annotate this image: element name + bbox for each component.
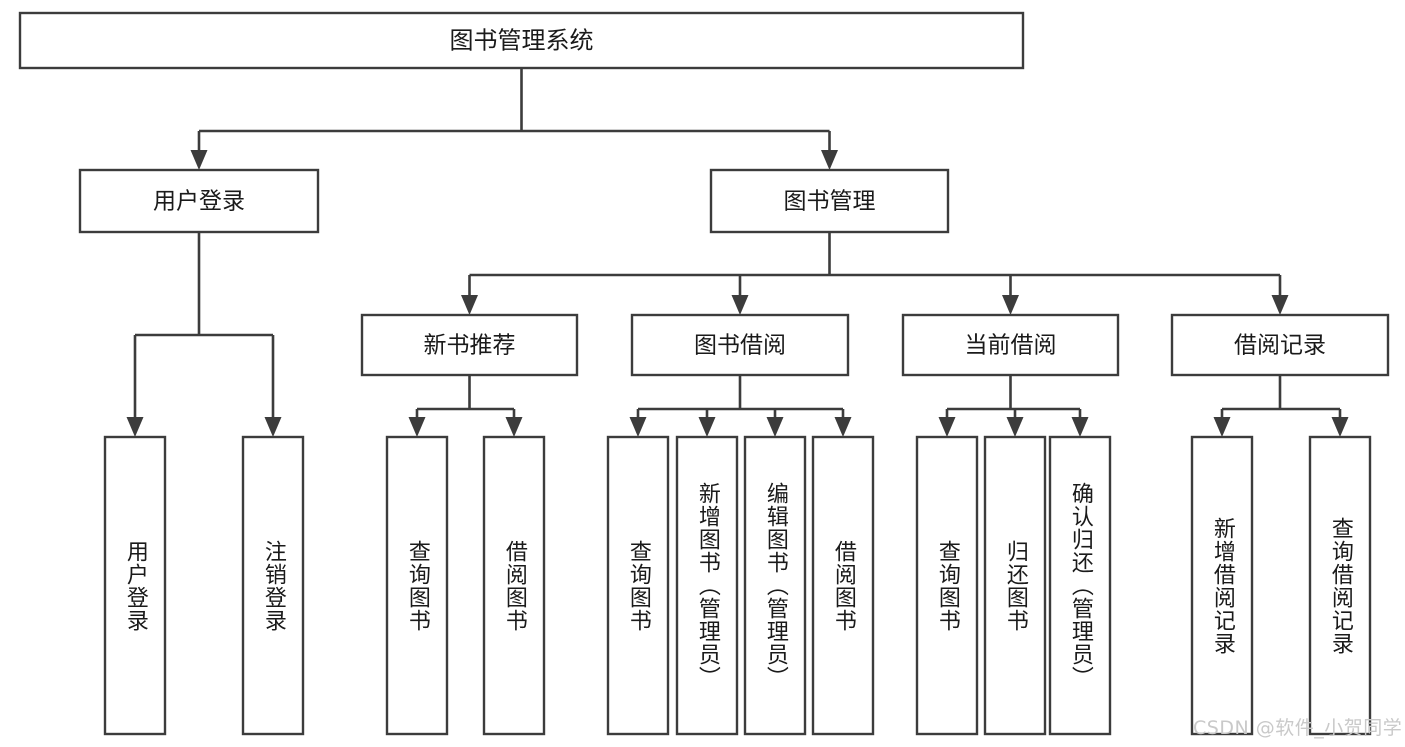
node-level1-label-1: 图书管理 [784,189,876,215]
node-level2-label-1: 图书借阅 [694,333,786,359]
arrow-head-icon [1271,295,1289,315]
leaf-node-8[interactable] [915,435,979,736]
node-root-label: 图书管理系统 [450,27,594,55]
node-level1-label-0: 用户登录 [153,189,245,215]
node-level2-2[interactable] [901,313,1120,377]
arrow-head-icon [126,417,144,437]
node-box-layer [18,11,1390,736]
leaf-node-12[interactable] [1308,435,1372,736]
leaf-node-4[interactable] [606,435,670,736]
leaf-node-2[interactable] [385,435,449,736]
leaf-node-11[interactable] [1190,435,1254,736]
arrow-head-icon [1002,295,1019,315]
leaf-node-10[interactable] [1048,435,1112,736]
node-level2-label-3: 借阅记录 [1234,333,1326,359]
node-level2-label-2: 当前借阅 [965,333,1057,359]
leaf-node-7[interactable] [811,435,875,736]
leaf-node-0[interactable] [103,435,167,736]
watermark: CSDN @软件_小贺同学 [1193,717,1403,739]
arrow-head-icon [505,417,523,437]
leaf-node-5[interactable] [675,435,739,736]
arrow-head-icon [698,417,716,437]
node-level2-0[interactable] [360,313,579,377]
node-level2-label-0: 新书推荐 [424,333,516,359]
arrow-head-icon [1071,417,1089,437]
leaf-node-3[interactable] [482,435,546,736]
arrow-head-icon [938,417,956,437]
node-level1-0[interactable] [78,168,320,234]
leaf-node-9[interactable] [983,435,1047,736]
arrow-head-icon [190,150,208,170]
node-root[interactable] [18,11,1025,70]
node-level2-3[interactable] [1170,313,1390,377]
leaf-node-1[interactable] [241,435,305,736]
arrow-head-icon [731,295,749,315]
arrow-head-icon [834,417,852,437]
arrow-head-icon [629,417,647,437]
node-level2-1[interactable] [630,313,850,377]
arrow-head-icon [1331,417,1349,437]
arrow-head-icon [408,417,426,437]
connector-layer [126,68,1349,437]
arrow-head-icon [461,295,478,315]
arrow-head-icon [264,417,282,437]
leaf-node-6[interactable] [743,435,807,736]
arrow-head-icon [821,150,838,170]
arrow-head-icon [766,417,784,437]
arrow-head-icon [1213,417,1231,437]
arrow-head-icon [1006,417,1024,437]
node-level1-1[interactable] [709,168,950,234]
